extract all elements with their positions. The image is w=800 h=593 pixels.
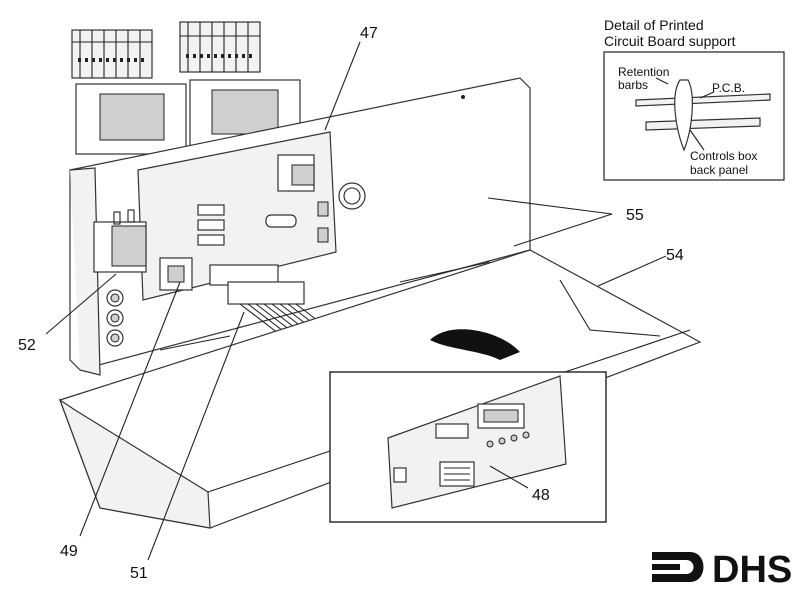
leader-49: [79, 281, 181, 537]
top-connector-left: [71, 29, 187, 155]
detail-pcb-label: P.C.B.: [712, 81, 745, 95]
leader-52: [45, 273, 117, 335]
callout-47: 47: [360, 25, 378, 42]
callout-55: 55: [626, 207, 644, 224]
callout-49: 49: [60, 543, 78, 560]
hinge-right: [399, 261, 491, 283]
leader-55: [487, 197, 613, 247]
leader-51: [147, 311, 245, 561]
printed-circuit-board: [137, 131, 337, 301]
callout-52: 52: [18, 337, 36, 354]
detail-frame: [603, 51, 785, 181]
panel-switches: [106, 289, 124, 347]
callout-51: 51: [130, 565, 148, 582]
leader-54: [597, 255, 667, 287]
hinge-left: [159, 335, 231, 351]
detail-leaders: [655, 77, 715, 151]
leader-48: [489, 465, 529, 489]
detail-title-line2: Circuit Board support: [604, 33, 736, 49]
display-board-inset: [329, 371, 607, 523]
panel-grommet-inner: [343, 187, 361, 205]
detail-controls-line2: back panel: [690, 163, 748, 177]
detail-retention-line2: barbs: [618, 78, 648, 92]
leader-47: [324, 41, 361, 131]
transformer: [93, 209, 147, 273]
callout-48: 48: [532, 487, 550, 504]
callout-54: 54: [666, 247, 684, 264]
panel-grommet: [338, 182, 366, 210]
dhs-logo: DHS: [652, 549, 792, 591]
detail-back-panel-layer: [645, 117, 761, 131]
detail-title-line1: Detail of Printed: [604, 17, 704, 33]
dhs-logo-text: DHS: [712, 549, 792, 591]
detail-controls-line1: Controls box: [690, 149, 757, 163]
pcb-support-detail: Detail of Printed Circuit Board support …: [603, 17, 785, 181]
detail-pcb-layer: [635, 93, 771, 107]
detail-retention-line1: Retention: [618, 65, 669, 79]
detail-support-pin: [674, 79, 693, 152]
